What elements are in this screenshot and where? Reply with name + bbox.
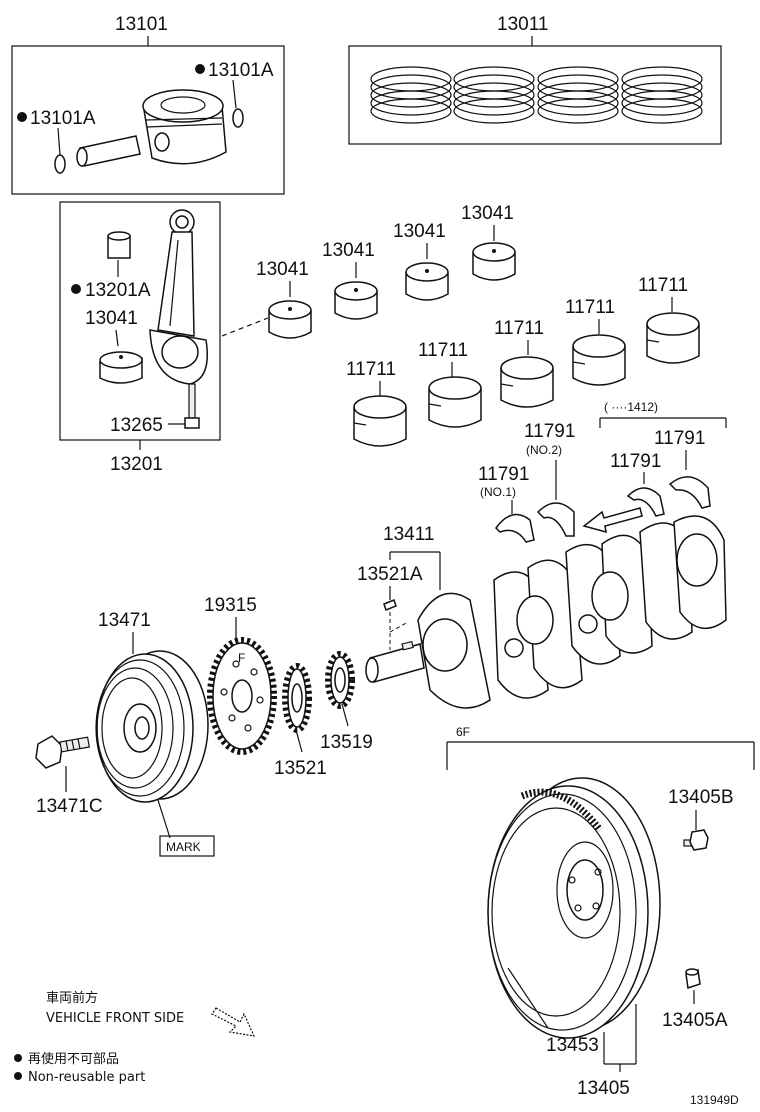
label-19315: 19315	[204, 595, 257, 616]
crankshaft-group: 13411 13521A	[357, 515, 727, 709]
main-bearing-icon	[428, 376, 482, 428]
vehicle-front-side-note: 車両前方 VEHICLE FRONT SIDE	[46, 990, 256, 1037]
ring-set-group: 13011	[348, 14, 722, 145]
install-direction-arrow-icon	[582, 507, 643, 534]
front-direction-arrow-icon	[211, 1007, 256, 1037]
crankshaft-icon	[365, 515, 727, 709]
dowel-pin-icon	[685, 968, 701, 989]
piston-group: 13101 13101A 13101A	[11, 14, 285, 195]
label-13041: 13041	[393, 221, 446, 242]
label-13041-in-rod: 13041	[85, 308, 138, 329]
main-bearings: 11711 11711 11711 11711 11711	[346, 275, 700, 447]
rod-bearing-icon	[334, 281, 378, 320]
label-13041: 13041	[461, 203, 514, 224]
piston-icon	[142, 89, 227, 165]
main-bearing-icon	[646, 312, 700, 364]
letter-f: F	[238, 651, 245, 665]
label-11791: 11791	[654, 428, 705, 449]
main-bearing-icon	[353, 395, 407, 447]
label-no2: (NO.2)	[526, 443, 562, 457]
label-13201: 13201	[110, 454, 163, 475]
thrust-washers: ( ····1412) 11791 (NO.2) 11791 11791 117…	[478, 400, 727, 543]
non-reusable-dot-icon	[195, 64, 205, 74]
crankshaft-timing-sprocket-icon	[325, 651, 355, 709]
connecting-rod-icon	[149, 209, 208, 385]
thrust-washer-icon	[626, 487, 665, 517]
non-reusable-dot-icon	[17, 112, 27, 122]
label-13411: 13411	[383, 524, 434, 545]
ring-set-box	[348, 45, 722, 145]
label-11791: 11791	[524, 421, 575, 442]
rod-bearing-icon	[99, 351, 143, 384]
legend: 再使用不可部品 Non-reusable part	[14, 1051, 145, 1085]
connecting-rod-box	[59, 201, 221, 441]
thrust-washer-icon	[668, 476, 711, 509]
diagram-code: 131949D	[690, 1093, 739, 1107]
label-13471C: 13471C	[36, 796, 103, 817]
label-11711: 11711	[494, 318, 544, 339]
flywheel-icon	[487, 777, 661, 1039]
rod-bearing-icon	[268, 300, 312, 339]
label-13201A: 13201A	[85, 280, 151, 301]
label-11711: 11711	[418, 340, 468, 361]
main-bearing-icon	[500, 356, 554, 408]
piston-pin-icon	[76, 135, 141, 167]
main-bearing-icon	[572, 334, 626, 386]
timing-gears-group: 19315 F 13521 13519	[204, 595, 373, 779]
label-11711: 11711	[346, 359, 396, 380]
label-13041: 13041	[256, 259, 309, 280]
label-13521: 13521	[274, 758, 327, 779]
thrust-washer-icon	[495, 513, 535, 543]
woodruff-key-icon	[383, 599, 397, 611]
label-13471: 13471	[98, 610, 151, 631]
label-11791: 11791	[478, 464, 529, 485]
timing-plate-icon: F	[207, 637, 277, 755]
non-reusable-dot-icon	[71, 284, 81, 294]
rod-bolt-icon	[184, 383, 200, 429]
piston-box	[11, 45, 285, 195]
label-6f: 6F	[456, 725, 470, 739]
label-13041: 13041	[322, 240, 375, 261]
label-mark: MARK	[166, 840, 201, 854]
label-13405B: 13405B	[668, 787, 734, 808]
label-no1: (NO.1)	[480, 485, 516, 499]
bushing-icon	[107, 231, 131, 259]
label-range-1412: ( ····1412)	[604, 400, 658, 414]
non-reusable-dot-icon	[14, 1054, 22, 1062]
label-11711: 11711	[565, 297, 615, 318]
label-13265: 13265	[110, 415, 163, 436]
label-13101: 13101	[115, 14, 168, 35]
front-side-jp: 車両前方	[46, 990, 98, 1006]
crankshaft-pulley-icon	[95, 650, 209, 803]
mark-box	[159, 835, 215, 857]
snap-ring-icon	[232, 108, 244, 128]
oil-pump-drive-gear-icon	[282, 663, 312, 733]
label-13521A: 13521A	[357, 564, 423, 585]
rod-bearing-icon	[405, 262, 449, 301]
connecting-rod-bearings: 13041 13041 13041 13041	[256, 203, 516, 339]
label-13453: 13453	[546, 1035, 599, 1056]
pulley-bolt-icon	[35, 735, 91, 769]
pulley-group: 13471 MARK 13471C	[35, 610, 215, 857]
rod-bearing-icon	[472, 242, 516, 281]
label-13101A-left: 13101A	[30, 108, 96, 129]
label-11711: 11711	[638, 275, 688, 296]
flywheel-group: 6F 13453 13405 13405B	[446, 725, 755, 1099]
non-reusable-dot-icon	[14, 1072, 22, 1080]
label-13405: 13405	[577, 1078, 630, 1099]
piston-ring-set-icon	[370, 66, 703, 124]
flywheel-bolt-icon	[683, 829, 709, 851]
connecting-rod-group: 13201 13201A 13041 13265	[59, 201, 221, 475]
label-13101A-right: 13101A	[208, 60, 274, 81]
label-13405A: 13405A	[662, 1010, 728, 1031]
label-11791: 11791	[610, 451, 661, 472]
label-13519: 13519	[320, 732, 373, 753]
label-13011: 13011	[497, 14, 548, 35]
legend-en: Non-reusable part	[28, 1070, 145, 1085]
front-side-en: VEHICLE FRONT SIDE	[46, 1011, 184, 1026]
legend-jp: 再使用不可部品	[28, 1051, 119, 1067]
snap-ring-icon	[54, 154, 66, 174]
thrust-washer-icon	[536, 502, 575, 537]
